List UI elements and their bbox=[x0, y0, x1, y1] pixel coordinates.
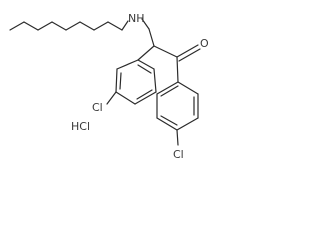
right-chlorine-label: Cl bbox=[173, 148, 184, 161]
amine-linkage bbox=[141, 18, 155, 47]
carbonyl-oxygen-label: O bbox=[200, 37, 209, 50]
left-chlorophenyl-ring bbox=[106, 59, 157, 105]
salt-label: HCl bbox=[71, 120, 90, 133]
right-chlorophenyl-ring bbox=[156, 81, 199, 146]
carbonyl-group bbox=[176, 44, 201, 83]
central-carbon-bonds bbox=[137, 45, 178, 61]
chemical-structure: NH O Cl Cl HCl bbox=[9, 12, 209, 161]
left-chlorine-label: Cl bbox=[92, 101, 103, 114]
octyl-chain bbox=[9, 20, 129, 31]
amine-label: NH bbox=[128, 12, 145, 25]
